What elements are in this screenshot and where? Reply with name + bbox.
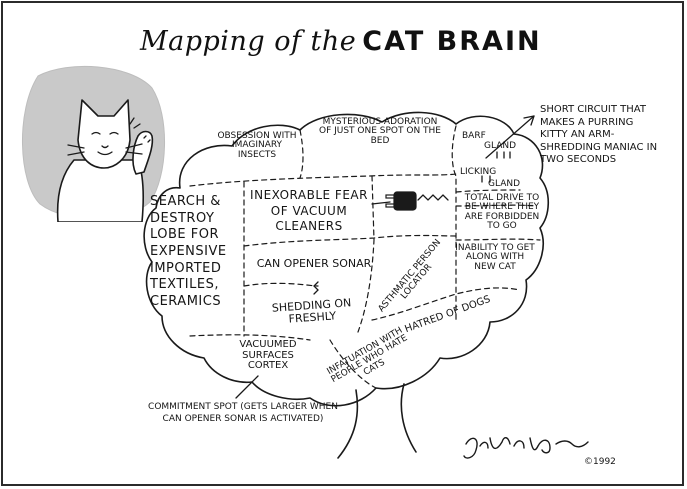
brain-outline: [143, 111, 550, 407]
region-search-destroy: Search & destroy lobe for expensive impo…: [150, 194, 227, 309]
signature-text: Jennifer Berman: [469, 470, 526, 478]
region-inexorable: Inexorable fear of vacuum cleaners: [250, 188, 368, 234]
region-licking: Licking: [460, 167, 497, 177]
region-licking-gland: Gland: [488, 179, 521, 189]
short-circuit-arrow: [485, 115, 535, 159]
copyright-year: ©1992: [584, 457, 616, 467]
region-total-drive: Total drive to be where they are forbidd…: [464, 193, 540, 232]
region-barf: Barf: [462, 131, 486, 141]
spark-icon: [417, 194, 449, 201]
callout-short-circuit: Short circuit that makes a purring kitty…: [540, 104, 658, 165]
signature-scribble: [463, 437, 589, 459]
region-mysterious: Mysterious adoration of just one spot on…: [318, 117, 441, 146]
region-can-opener: Can opener sonar: [256, 257, 372, 270]
cat-portrait-icon: [22, 65, 165, 222]
region-vacuumed: Vacuumed surfaces cortex: [239, 339, 297, 371]
region-inability: Inability to get along with new cat: [455, 243, 535, 272]
region-barf-gland: Gland: [484, 141, 517, 151]
divider-top: [189, 173, 457, 187]
brain-stem: [337, 383, 417, 459]
region-obsession: Obsession with imaginary insects: [217, 131, 297, 160]
signature-text-group: Jennifer Berman: [469, 470, 526, 478]
title-prefix: Mapping of the: [140, 26, 357, 57]
title-emphasis: CAT BRAIN: [362, 26, 542, 57]
callout-commitment: Commitment spot (gets larger when can op…: [148, 402, 338, 424]
electric-plug-icon: [385, 191, 417, 211]
commitment-pointer: [235, 375, 259, 399]
